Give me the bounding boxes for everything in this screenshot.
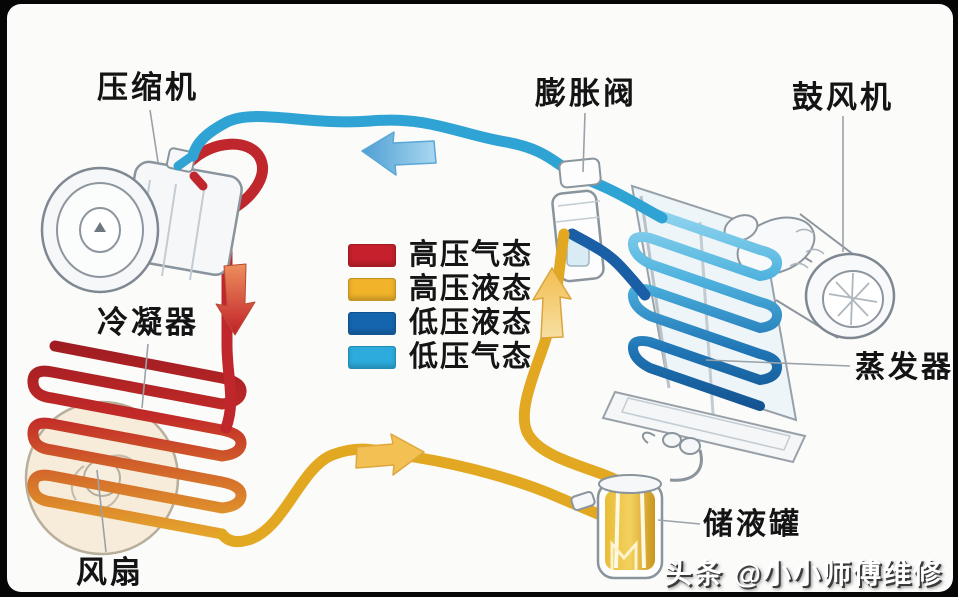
legend-label-high-pressure-gas: 高压气态: [409, 238, 534, 271]
compressor-drawing: [40, 147, 243, 294]
low-pressure-liquid-pipe: [566, 228, 651, 301]
legend-swatch-low-pressure-liquid: [348, 311, 396, 335]
evaporator-tray: [601, 390, 807, 482]
legend-row-high-pressure-liquid: 高压液态: [348, 272, 533, 306]
receiver-drier-drawing: [570, 474, 664, 580]
legend-row-high-pressure-gas: 高压气态: [348, 238, 533, 272]
diagram-canvas: 压缩机 膨胀阀 鼓风机 冷凝器 蒸发器 风扇 储液罐 高压气态 高压液态 低压液…: [7, 4, 953, 592]
legend-swatch-high-pressure-liquid: [348, 277, 396, 301]
condenser-label: 冷凝器: [97, 305, 199, 340]
legend-row-low-pressure-liquid: 低压液态: [348, 306, 533, 340]
legend: 高压气态 高压液态 低压液态 低压气态: [348, 238, 533, 374]
condenser-flow-arrow: [215, 263, 256, 336]
legend-label-high-pressure-liquid: 高压液态: [409, 272, 534, 305]
condenser-coil: [27, 340, 247, 540]
top-flow-arrow: [361, 131, 437, 176]
legend-label-low-pressure-gas: 低压气态: [409, 340, 534, 373]
legend-row-low-pressure-gas: 低压气态: [348, 340, 533, 374]
legend-swatch-high-pressure-gas: [348, 243, 396, 267]
bottom-flow-arrow: [355, 433, 425, 476]
fan-label: 风扇: [76, 555, 144, 590]
legend-swatch-low-pressure-gas: [348, 345, 396, 369]
evaporator-coil: [627, 207, 783, 411]
expansion-valve-label: 膨胀阀: [535, 76, 637, 111]
blower-drawing: [723, 213, 896, 340]
blower-label: 鼓风机: [792, 80, 894, 115]
legend-label-low-pressure-liquid: 低压液态: [409, 306, 534, 339]
ac-system-artwork: [24, 109, 896, 580]
evaporator-label: 蒸发器: [855, 351, 953, 384]
receiver-label: 储液罐: [703, 508, 802, 541]
compressor-label: 压缩机: [97, 70, 199, 105]
riser-flow-arrow: [532, 267, 572, 339]
leader-lines: [96, 109, 851, 553]
watermark-text: 头条 @小小师傅维修: [663, 558, 943, 589]
